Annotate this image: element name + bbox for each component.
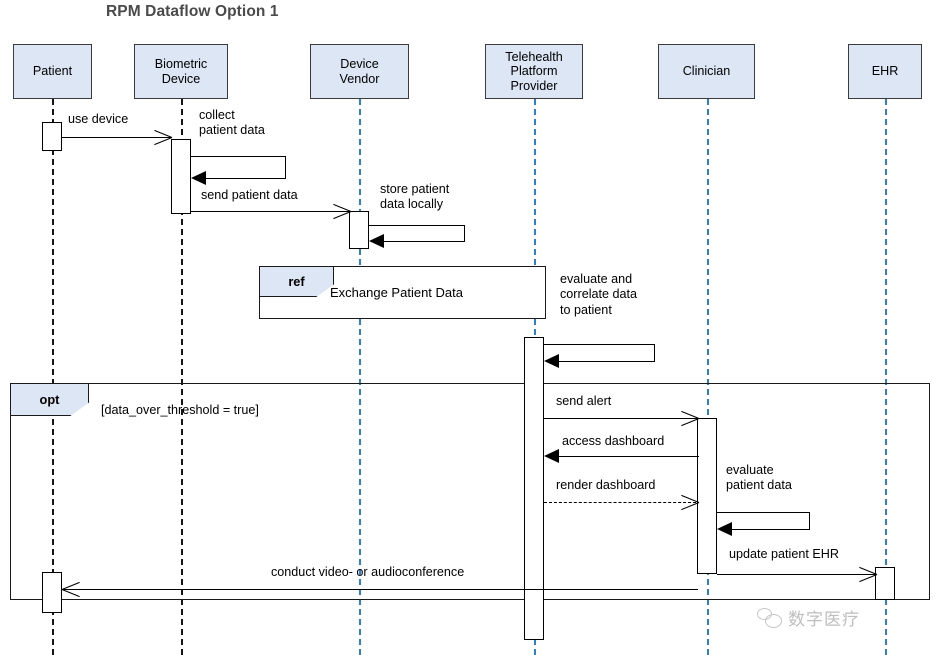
arrowhead-evaluate-patient-data xyxy=(717,522,732,536)
message-label-send-patient-data: send patient data xyxy=(201,188,298,202)
activation-telehealth-main xyxy=(524,337,544,640)
message-label-send-alert: send alert xyxy=(556,394,612,408)
message-label-use-device: use device xyxy=(68,112,129,126)
message-line-access-dashboard xyxy=(558,456,699,457)
activation-vendor-store xyxy=(349,211,369,249)
watermark: 数字医疗 xyxy=(757,605,860,630)
arrowhead-store-patient-data xyxy=(369,234,384,248)
arrowhead-update-patient-ehr xyxy=(858,564,878,584)
message-label-evaluate-correlate: evaluate and correlate data to patient xyxy=(560,272,638,317)
lifeline-head-clinician[interactable]: Clinician xyxy=(658,44,755,99)
activation-ehr-update xyxy=(875,567,895,600)
message-line-conference xyxy=(62,589,698,590)
message-line-update-patient-ehr xyxy=(717,574,877,575)
message-line-evaluate-correlate-top xyxy=(544,344,655,345)
activation-patient-use-device xyxy=(42,122,62,151)
fragment-opt-threshold[interactable]: opt xyxy=(10,383,930,600)
arrowhead-conference xyxy=(61,579,80,599)
message-line-collect-top xyxy=(191,156,286,157)
message-line-evaluate-correlate-bottom xyxy=(558,361,655,362)
fragment-ref-exchange-patient-data[interactable]: ref xyxy=(259,266,546,319)
message-line-evaluate-patient-right xyxy=(809,512,810,529)
message-label-update-patient-ehr: update patient EHR xyxy=(729,547,839,561)
lifeline-head-ehr[interactable]: EHR xyxy=(848,44,922,99)
wechat-bubbles-icon xyxy=(757,607,783,628)
message-line-evaluate-patient-bottom xyxy=(731,529,810,530)
message-label-access-dashboard: access dashboard xyxy=(562,434,665,448)
message-label-store-patient-data: store patient data locally xyxy=(380,182,450,212)
watermark-text: 数字医疗 xyxy=(788,610,860,630)
lifeline-device-vendor xyxy=(359,99,361,655)
message-line-use-device xyxy=(62,137,172,138)
lifeline-biometric-device xyxy=(181,99,183,655)
arrowhead-collect-patient-data xyxy=(191,171,206,185)
lifeline-head-biometric-device[interactable]: Biometric Device xyxy=(134,44,228,99)
page-title: RPM Dataflow Option 1 xyxy=(106,3,279,20)
lifeline-head-patient[interactable]: Patient xyxy=(13,44,92,99)
lifeline-clinician xyxy=(707,99,709,655)
message-line-collect-right xyxy=(285,156,286,178)
message-label-evaluate-patient-data: evaluate patient data xyxy=(726,463,792,493)
arrowhead-evaluate-correlate xyxy=(544,354,559,368)
arrowhead-access-dashboard xyxy=(544,449,559,463)
lifeline-ehr xyxy=(885,99,887,655)
arrowhead-render-dashboard xyxy=(680,492,700,512)
message-label-collect-patient-data: collect patient data xyxy=(199,108,265,138)
message-line-render-dashboard xyxy=(544,502,696,503)
fragment-ref-tag: ref xyxy=(260,267,334,297)
message-line-evaluate-patient-top xyxy=(717,512,810,513)
message-line-store-bottom xyxy=(383,241,465,242)
lifeline-head-device-vendor[interactable]: Device Vendor xyxy=(310,44,409,99)
lifeline-head-telehealth-platform-provider[interactable]: Telehealth Platform Provider xyxy=(485,44,583,99)
message-line-store-top xyxy=(369,225,465,226)
activation-patient-conference xyxy=(42,572,62,613)
lifeline-patient xyxy=(52,99,54,655)
fragment-opt-guard: [data_over_threshold = true] xyxy=(101,403,259,417)
arrowhead-send-patient-data xyxy=(332,201,352,221)
message-line-collect-bottom xyxy=(205,178,286,179)
activation-clinician-main xyxy=(697,418,717,574)
message-line-store-right xyxy=(464,225,465,241)
message-label-conference: conduct video- or audioconference xyxy=(271,565,465,579)
message-line-send-patient-data xyxy=(191,211,351,212)
fragment-ref-content: Exchange Patient Data xyxy=(330,285,463,300)
activation-device-collect xyxy=(171,139,191,214)
message-line-send-alert xyxy=(544,418,699,419)
arrowhead-send-alert xyxy=(680,408,700,428)
message-label-render-dashboard: render dashboard xyxy=(556,478,656,492)
message-line-evaluate-correlate-right xyxy=(654,344,655,361)
fragment-opt-tag: opt xyxy=(11,384,89,416)
arrowhead-use-device xyxy=(153,127,173,147)
